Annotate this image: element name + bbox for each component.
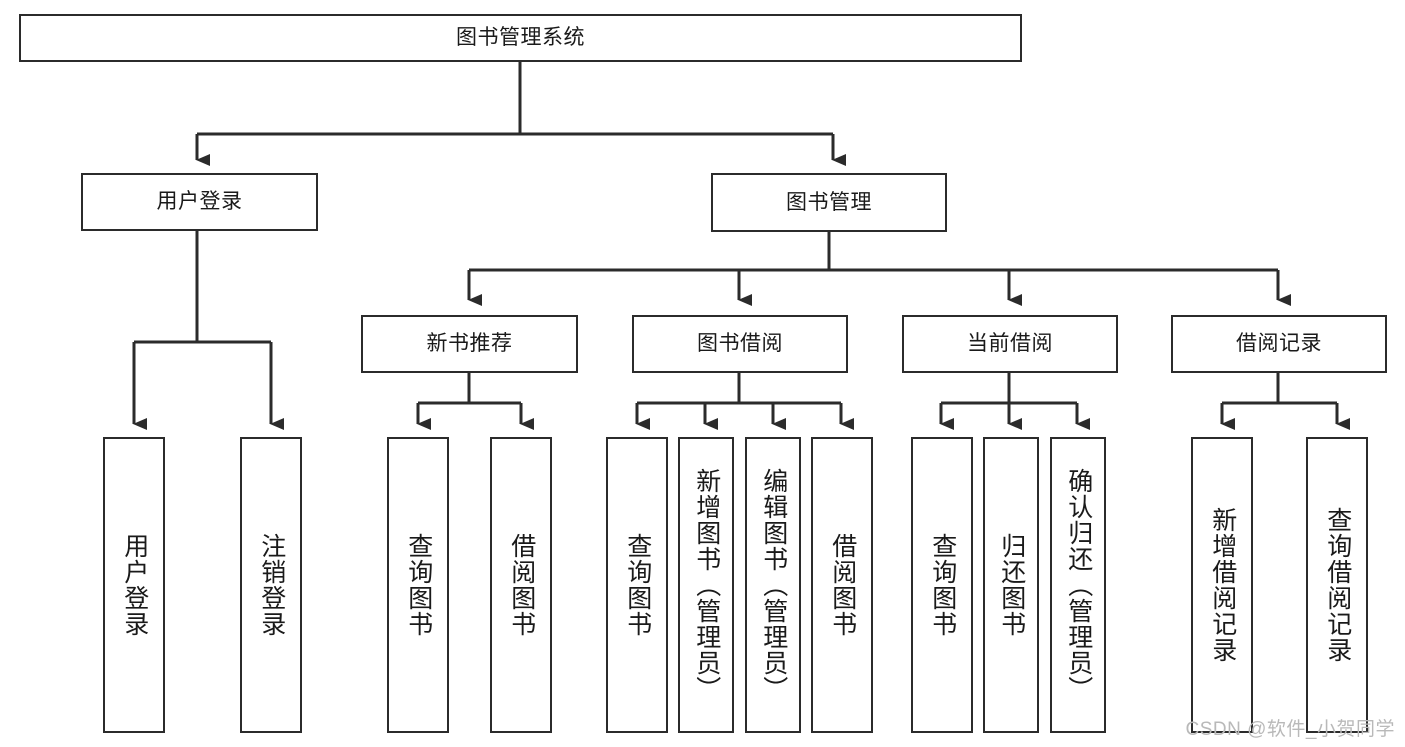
node-leaf-user-logout[interactable]: 注销登录 xyxy=(240,437,302,733)
node-leaf-edit-book[interactable]: 编辑图书（管理员） xyxy=(745,437,801,733)
node-leaf-query-book-1[interactable]: 查询图书 xyxy=(387,437,449,733)
node-leaf-return-book[interactable]: 归还图书 xyxy=(983,437,1039,733)
node-leaf-user-login-label: 用户登录 xyxy=(120,533,149,637)
node-leaf-confirm-return[interactable]: 确认归还（管理员） xyxy=(1050,437,1106,733)
node-book-manage[interactable]: 图书管理 xyxy=(711,173,947,232)
node-leaf-query-book-3[interactable]: 查询图书 xyxy=(911,437,973,733)
node-root[interactable]: 图书管理系统 xyxy=(19,14,1022,62)
node-leaf-confirm-return-label: 确认归还（管理员） xyxy=(1064,468,1093,702)
node-leaf-add-record-label: 新增借阅记录 xyxy=(1208,507,1237,663)
node-leaf-add-book[interactable]: 新增图书（管理员） xyxy=(678,437,734,733)
node-leaf-borrow-book-1[interactable]: 借阅图书 xyxy=(490,437,552,733)
node-leaf-borrow-book-2[interactable]: 借阅图书 xyxy=(811,437,873,733)
node-leaf-query-book-3-label: 查询图书 xyxy=(928,533,957,637)
node-leaf-return-book-label: 归还图书 xyxy=(997,533,1026,637)
node-new-book-recommend-label: 新书推荐 xyxy=(426,332,513,356)
node-current-borrow[interactable]: 当前借阅 xyxy=(902,315,1118,373)
node-leaf-user-logout-label: 注销登录 xyxy=(257,533,286,637)
node-borrow-record[interactable]: 借阅记录 xyxy=(1171,315,1387,373)
node-new-book-recommend[interactable]: 新书推荐 xyxy=(361,315,578,373)
node-leaf-query-book-1-label: 查询图书 xyxy=(404,533,433,637)
node-user-login[interactable]: 用户登录 xyxy=(81,173,318,231)
node-leaf-query-book-2-label: 查询图书 xyxy=(623,533,652,637)
node-leaf-borrow-book-1-label: 借阅图书 xyxy=(507,533,536,637)
node-leaf-add-record[interactable]: 新增借阅记录 xyxy=(1191,437,1253,733)
node-leaf-borrow-book-2-label: 借阅图书 xyxy=(828,533,857,637)
node-book-manage-label: 图书管理 xyxy=(786,190,872,214)
node-book-borrow[interactable]: 图书借阅 xyxy=(632,315,848,373)
node-leaf-query-record[interactable]: 查询借阅记录 xyxy=(1306,437,1368,733)
node-leaf-edit-book-label: 编辑图书（管理员） xyxy=(759,468,788,702)
node-book-borrow-label: 图书借阅 xyxy=(697,332,783,356)
node-borrow-record-label: 借阅记录 xyxy=(1236,332,1322,356)
node-leaf-query-book-2[interactable]: 查询图书 xyxy=(606,437,668,733)
node-leaf-query-record-label: 查询借阅记录 xyxy=(1323,507,1352,663)
node-root-label: 图书管理系统 xyxy=(456,26,585,50)
watermark: CSDN @软件_小贺同学 xyxy=(1185,719,1395,740)
node-leaf-user-login[interactable]: 用户登录 xyxy=(103,437,165,733)
node-current-borrow-label: 当前借阅 xyxy=(967,332,1053,356)
node-leaf-add-book-label: 新增图书（管理员） xyxy=(692,468,721,702)
node-user-login-label: 用户登录 xyxy=(156,190,243,214)
